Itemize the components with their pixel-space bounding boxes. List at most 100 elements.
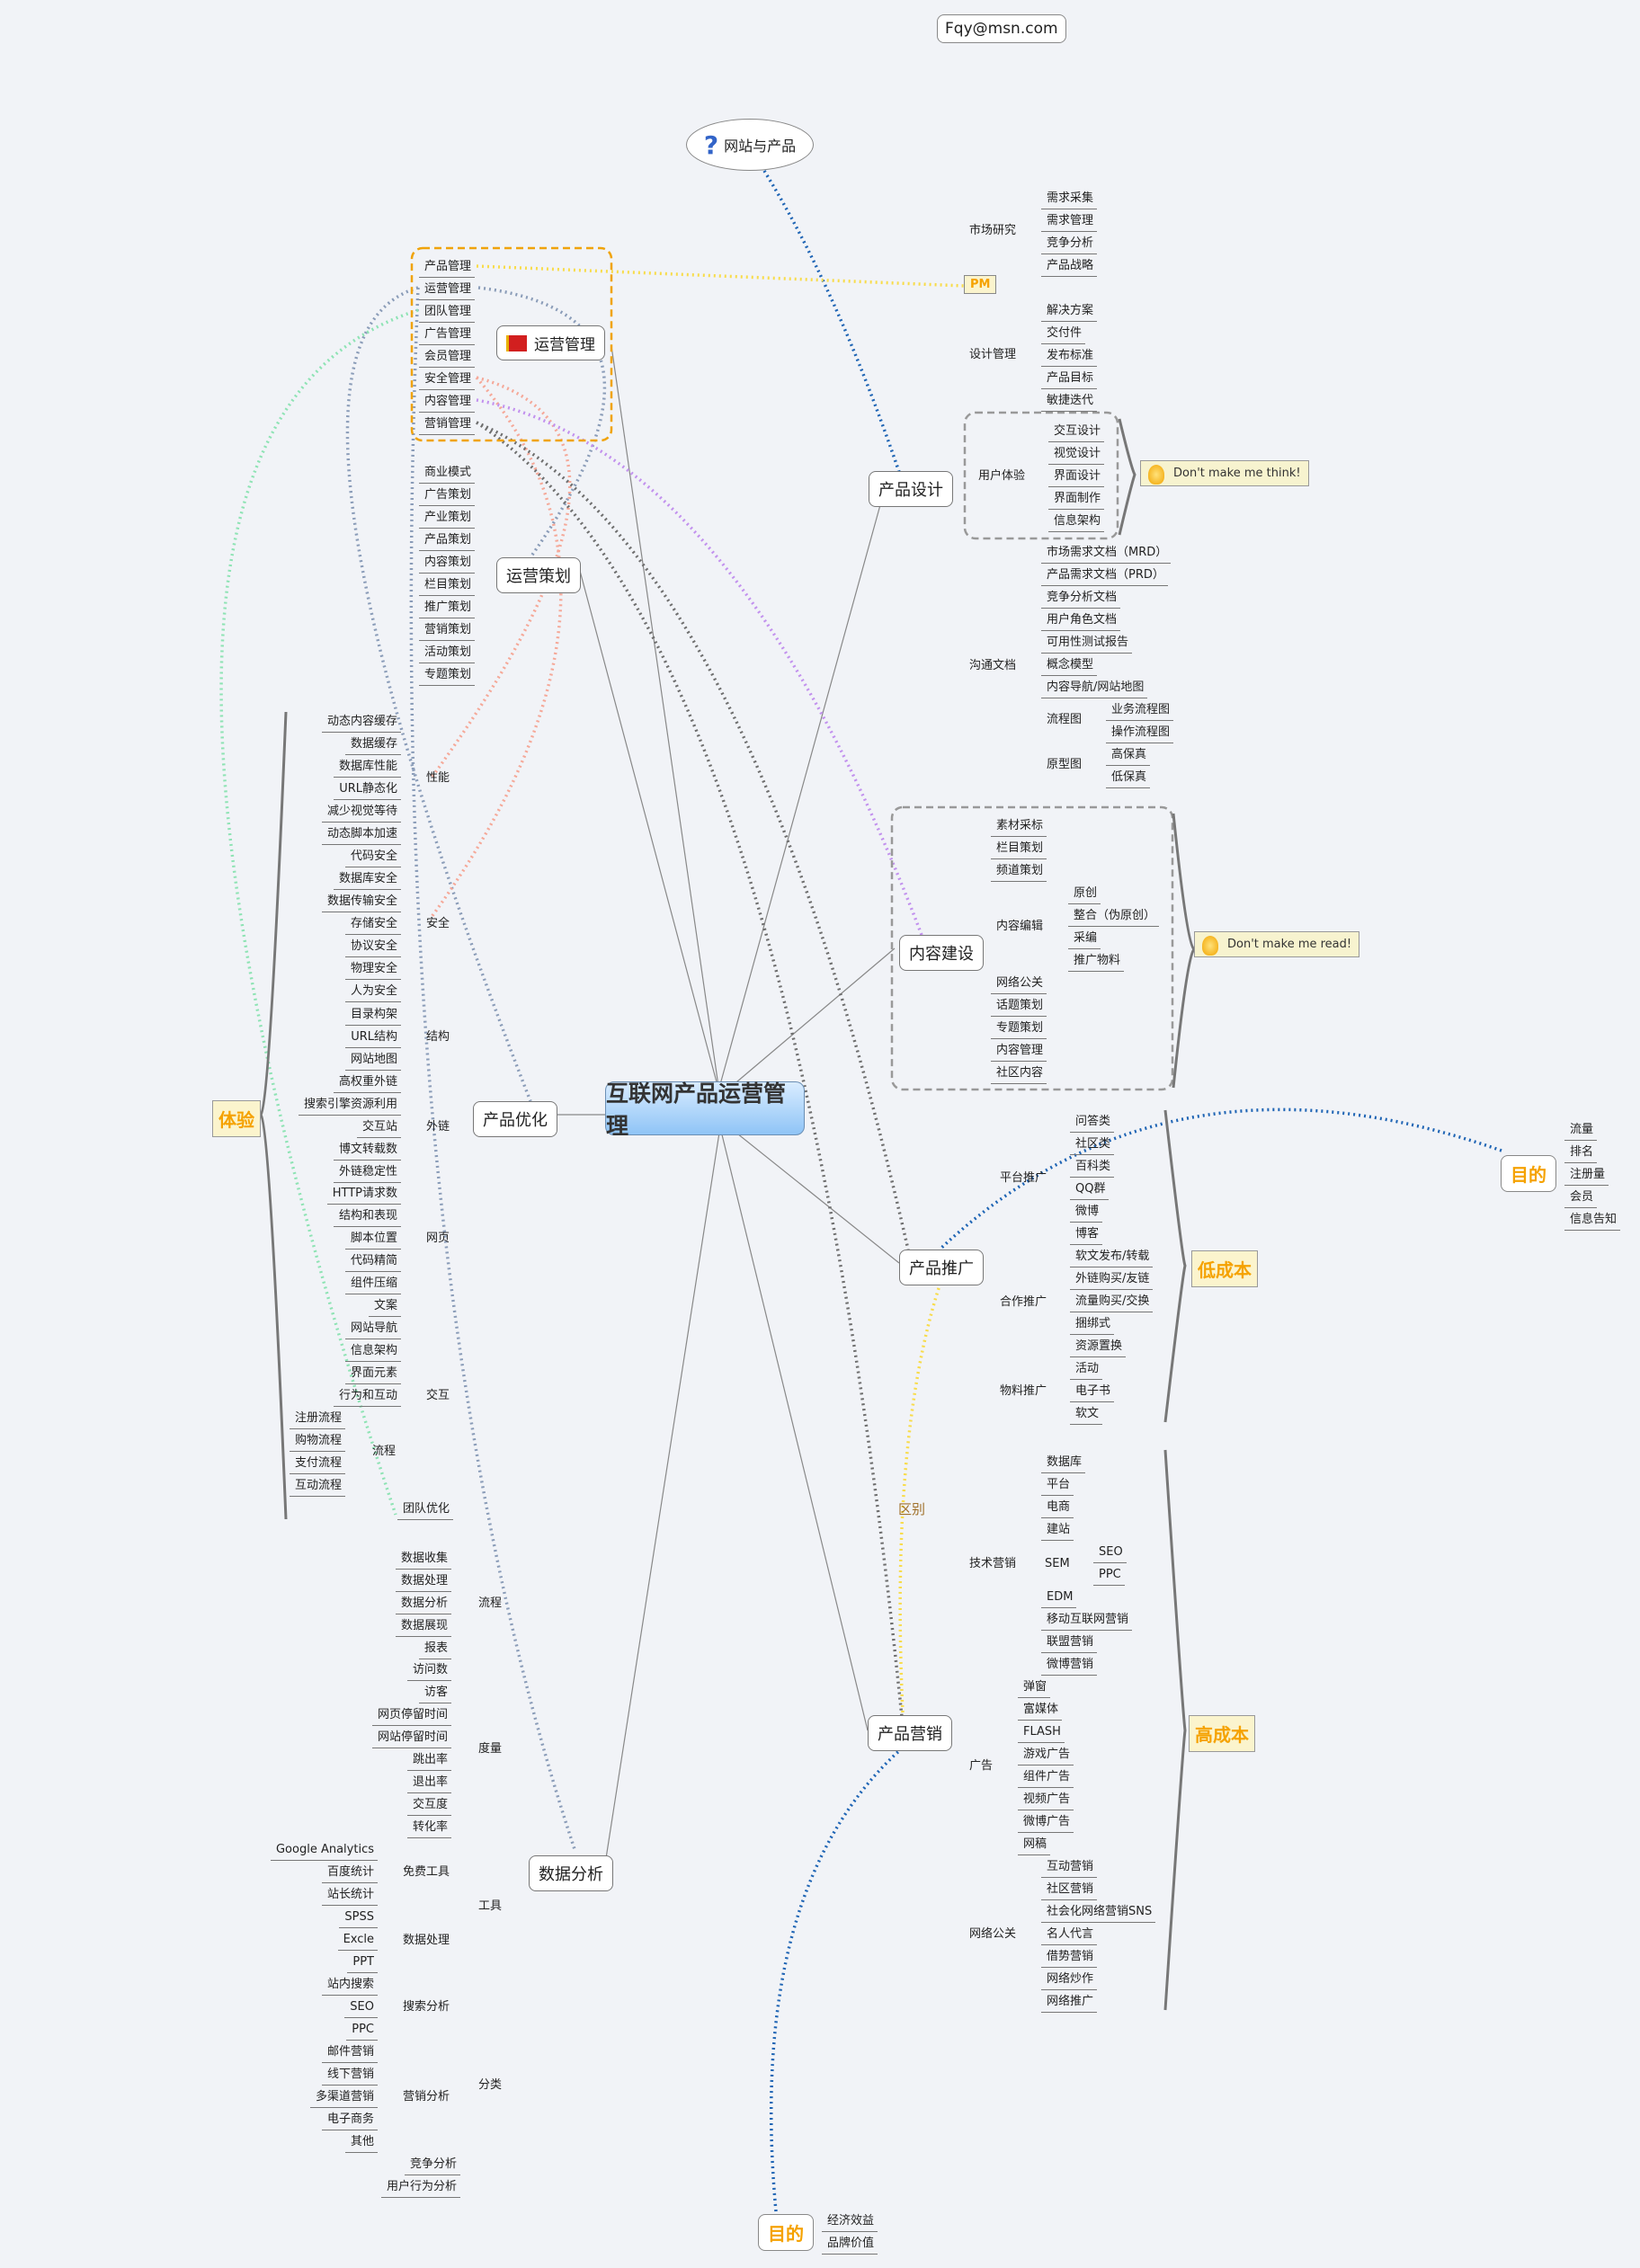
market-research-item[interactable]: 竞争分析 xyxy=(1041,234,1098,254)
free-tools-item[interactable]: Google Analytics xyxy=(270,1840,378,1861)
content-item[interactable]: 栏目策划 xyxy=(991,839,1047,859)
ops-planning-item[interactable]: 广告策划 xyxy=(419,485,476,506)
performance-item[interactable]: 动态脚本加速 xyxy=(321,824,401,845)
security-item[interactable]: 存储安全 xyxy=(344,914,401,935)
branch-material-promotion[interactable]: 物料推广 xyxy=(1000,1384,1047,1398)
marketing-analysis-item[interactable]: 多渠道营销 xyxy=(309,2087,378,2108)
topic-product-design[interactable]: 产品设计 xyxy=(869,471,953,507)
topic-marketing[interactable]: 产品营销 xyxy=(868,1715,952,1751)
ops-planning-item[interactable]: 内容策划 xyxy=(419,553,476,574)
branch-market-research[interactable]: 市场研究 xyxy=(969,224,1017,237)
market-research-item[interactable]: 需求采集 xyxy=(1041,189,1098,209)
content-editing-item[interactable]: 原创 xyxy=(1068,884,1101,904)
ux-item[interactable]: 界面制作 xyxy=(1048,489,1105,510)
branch-coop-promotion[interactable]: 合作推广 xyxy=(1000,1295,1047,1309)
tech-marketing-item[interactable]: 移动互联网营销 xyxy=(1041,1610,1133,1631)
process-item[interactable]: 数据分析 xyxy=(395,1594,451,1614)
ux-item[interactable]: 视觉设计 xyxy=(1048,444,1105,465)
flow-item[interactable]: 互动流程 xyxy=(290,1476,346,1497)
material-promotion-item[interactable]: 活动 xyxy=(1070,1359,1103,1380)
interaction-item[interactable]: 行为和互动 xyxy=(333,1386,401,1407)
metrics-item[interactable]: 网页停留时间 xyxy=(371,1705,451,1726)
webpage-item[interactable]: 结构和表现 xyxy=(333,1206,401,1227)
advertising-item[interactable]: 弹窗 xyxy=(1018,1677,1051,1698)
material-promotion-item[interactable]: 软文 xyxy=(1070,1404,1103,1425)
content-item[interactable]: 素材采标 xyxy=(991,816,1047,837)
content-editing-item[interactable]: 采编 xyxy=(1068,929,1101,949)
topic-ops-planning[interactable]: 运营策划 xyxy=(496,557,581,593)
marketing-analysis-item[interactable]: 电子商务 xyxy=(321,2110,378,2130)
external-links-item[interactable]: 搜索引擎资源利用 xyxy=(298,1095,401,1116)
external-links-item[interactable]: 高权重外链 xyxy=(333,1072,401,1093)
free-tools-item[interactable]: 百度统计 xyxy=(321,1863,378,1883)
design-management-item[interactable]: 解决方案 xyxy=(1041,301,1098,322)
ops-planning-item[interactable]: 栏目策划 xyxy=(419,575,476,596)
data-processing-item[interactable]: PPT xyxy=(347,1952,378,1973)
category-item[interactable]: 竞争分析 xyxy=(404,2155,460,2175)
branch-search-analysis[interactable]: 搜索分析 xyxy=(403,2000,450,2014)
platform-promotion-item[interactable]: QQ群 xyxy=(1070,1179,1110,1200)
free-tools-item[interactable]: 站长统计 xyxy=(321,1885,378,1906)
branch-flowchart[interactable]: 流程图 xyxy=(1047,713,1083,726)
topic-analytics[interactable]: 数据分析 xyxy=(529,1855,613,1891)
interaction-item[interactable]: 网站导航 xyxy=(344,1319,401,1339)
docs-item[interactable]: 概念模型 xyxy=(1041,655,1098,676)
network-pr-item[interactable]: 互动营销 xyxy=(1041,1857,1098,1878)
network-pr-item[interactable]: 社会化网络营销SNS xyxy=(1041,1902,1156,1923)
tech-marketing-item[interactable]: 电商 xyxy=(1041,1498,1074,1518)
security-item[interactable]: 数据库安全 xyxy=(333,869,401,890)
security-item[interactable]: 数据传输安全 xyxy=(321,892,401,912)
content-editing-item[interactable]: 推广物料 xyxy=(1068,951,1125,972)
branch-interaction[interactable]: 交互 xyxy=(426,1389,450,1402)
branch-data-processing[interactable]: 数据处理 xyxy=(403,1934,450,1947)
ux-item[interactable]: 交互设计 xyxy=(1048,422,1105,442)
search-analysis-item[interactable]: PPC xyxy=(346,2020,378,2041)
ux-item[interactable]: 界面设计 xyxy=(1048,467,1105,487)
platform-promotion-item[interactable]: 博客 xyxy=(1070,1224,1103,1245)
ops-planning-item[interactable]: 产品策划 xyxy=(419,530,476,551)
tech-marketing-item[interactable]: EDM xyxy=(1041,1588,1077,1608)
network-pr-item[interactable]: 社区营销 xyxy=(1041,1880,1098,1900)
branch-flow[interactable]: 流程 xyxy=(372,1445,397,1458)
branch-advertising[interactable]: 广告 xyxy=(969,1759,994,1773)
material-promotion-item[interactable]: 电子书 xyxy=(1070,1382,1115,1402)
branch-ux[interactable]: 用户体验 xyxy=(978,469,1026,483)
process-item[interactable]: 数据收集 xyxy=(395,1549,451,1570)
tech-marketing-item[interactable]: 微博营销 xyxy=(1041,1655,1098,1676)
design-management-item[interactable]: 发布标准 xyxy=(1041,346,1098,367)
external-links-item[interactable]: 交互站 xyxy=(356,1117,401,1138)
data-processing-item[interactable]: Excle xyxy=(337,1930,378,1951)
floating-topic-website-product[interactable]: ?网站与产品 xyxy=(686,119,814,171)
branch-prototype[interactable]: 原型图 xyxy=(1047,758,1083,771)
process-item[interactable]: 数据展现 xyxy=(395,1616,451,1637)
ops-planning-item[interactable]: 商业模式 xyxy=(419,463,476,484)
platform-promotion-item[interactable]: 社区类 xyxy=(1070,1134,1115,1155)
performance-item[interactable]: 数据缓存 xyxy=(344,734,401,755)
goal-item[interactable]: 信息告知 xyxy=(1564,1210,1621,1231)
metrics-item[interactable]: 访问数 xyxy=(406,1660,451,1681)
design-management-item[interactable]: 交付件 xyxy=(1041,324,1086,344)
ops-management-item[interactable]: 广告管理 xyxy=(419,325,476,345)
search-analysis-item[interactable]: 站内搜索 xyxy=(321,1975,378,1996)
content-item[interactable]: 内容管理 xyxy=(991,1041,1047,1062)
branch-external-links[interactable]: 外链 xyxy=(426,1120,450,1134)
ops-management-item[interactable]: 安全管理 xyxy=(419,369,476,390)
webpage-item[interactable]: 脚本位置 xyxy=(344,1229,401,1250)
tech-marketing-item[interactable]: 平台 xyxy=(1041,1475,1074,1496)
advertising-item[interactable]: 视频广告 xyxy=(1018,1790,1074,1810)
central-topic[interactable]: 互联网产品运营管理 xyxy=(605,1081,805,1139)
docs-item[interactable]: 竞争分析文档 xyxy=(1041,588,1121,609)
ops-planning-item[interactable]: 专题策划 xyxy=(419,665,476,686)
branch-content-editing[interactable]: 内容编辑 xyxy=(996,920,1044,933)
ops-planning-item[interactable]: 产业策划 xyxy=(419,508,476,529)
performance-item[interactable]: URL静态化 xyxy=(334,779,401,800)
ops-management-item[interactable]: 会员管理 xyxy=(419,347,476,368)
network-pr-item[interactable]: 名人代言 xyxy=(1041,1925,1098,1945)
tech-marketing-item[interactable]: 联盟营销 xyxy=(1041,1632,1098,1653)
branch-docs[interactable]: 沟通文档 xyxy=(969,659,1017,672)
content-item[interactable]: 频道策划 xyxy=(991,861,1047,882)
topic-goal-bottom[interactable]: 目的 xyxy=(758,2214,814,2251)
branch-webpage[interactable]: 网页 xyxy=(426,1232,450,1245)
external-links-item[interactable]: 外链稳定性 xyxy=(333,1162,401,1183)
advertising-item[interactable]: 网稿 xyxy=(1018,1835,1051,1855)
